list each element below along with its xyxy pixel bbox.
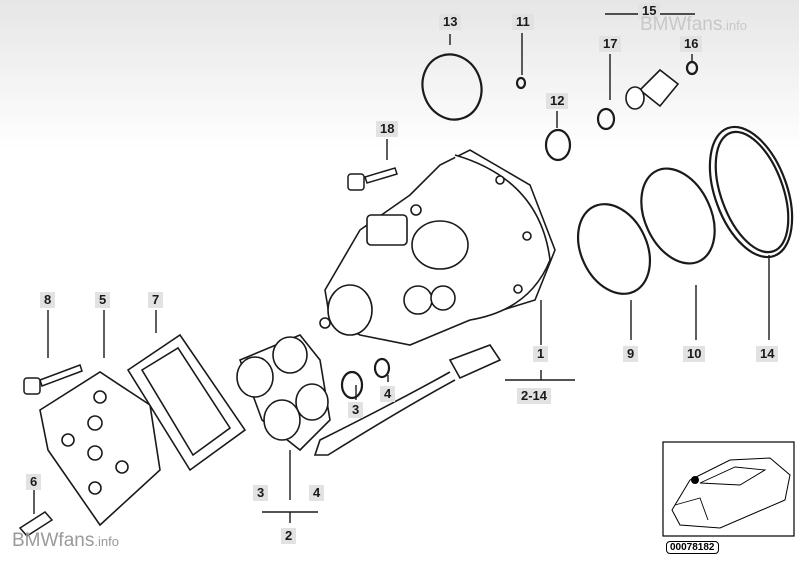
gasket-7 bbox=[126, 333, 247, 472]
watermark-bottom-suffix: .info bbox=[94, 534, 119, 549]
o-ring-16 bbox=[685, 60, 699, 76]
o-ring-13 bbox=[421, 53, 483, 121]
callout-3-upper: 3 bbox=[348, 402, 364, 418]
callout-15: 15 bbox=[638, 3, 661, 19]
callout-13: 13 bbox=[439, 14, 462, 30]
callout-18: 18 bbox=[376, 121, 399, 137]
callout-17: 17 bbox=[599, 36, 622, 52]
watermark-top-brand: BMWfans bbox=[640, 14, 723, 35]
callout-12: 12 bbox=[546, 93, 569, 109]
watermark-bottom-brand: BMWfans bbox=[12, 530, 95, 551]
seal-ring-14 bbox=[708, 125, 794, 259]
callout-5: 5 bbox=[95, 292, 111, 308]
callout-7: 7 bbox=[148, 292, 164, 308]
watermark-top: BMWfans.info bbox=[640, 14, 747, 36]
callout-8: 8 bbox=[40, 292, 56, 308]
seal-ring-9 bbox=[576, 203, 652, 295]
watermark-top-suffix: .info bbox=[722, 18, 747, 33]
stud-6 bbox=[18, 511, 54, 537]
callout-1: 1 bbox=[533, 346, 549, 362]
valve-15 bbox=[625, 68, 680, 110]
snap-ring-10 bbox=[640, 167, 716, 265]
watermark-bottom: BMWfans.info bbox=[12, 530, 119, 552]
valve-block-2 bbox=[236, 334, 331, 452]
pump-housing-1 bbox=[319, 149, 556, 346]
o-ring-17 bbox=[596, 107, 616, 131]
callout-4-upper: 4 bbox=[380, 386, 396, 402]
sensor-cable bbox=[313, 344, 502, 456]
seal-ring-14-inner bbox=[714, 130, 790, 254]
callout-10: 10 bbox=[683, 346, 706, 362]
callout-11: 11 bbox=[512, 14, 534, 30]
cover-5 bbox=[39, 371, 161, 527]
callout-3-lower: 3 bbox=[253, 485, 269, 501]
o-ring-11 bbox=[515, 76, 527, 90]
diagram-reference-number: 00078182 bbox=[666, 541, 719, 554]
callout-6: 6 bbox=[26, 474, 42, 490]
callout-16: 16 bbox=[680, 36, 703, 52]
callout-2-14: 2-14 bbox=[517, 388, 552, 404]
callout-4-lower: 4 bbox=[309, 485, 325, 501]
vehicle-locator-thumbnail bbox=[662, 441, 795, 537]
bolt-8 bbox=[23, 364, 83, 395]
o-ring-12 bbox=[544, 128, 572, 162]
o-ring-3 bbox=[340, 370, 364, 400]
callout-2: 2 bbox=[281, 528, 297, 544]
callout-14: 14 bbox=[756, 346, 779, 362]
o-ring-4 bbox=[373, 357, 391, 379]
callout-9: 9 bbox=[623, 346, 639, 362]
bolt-18 bbox=[347, 167, 398, 191]
